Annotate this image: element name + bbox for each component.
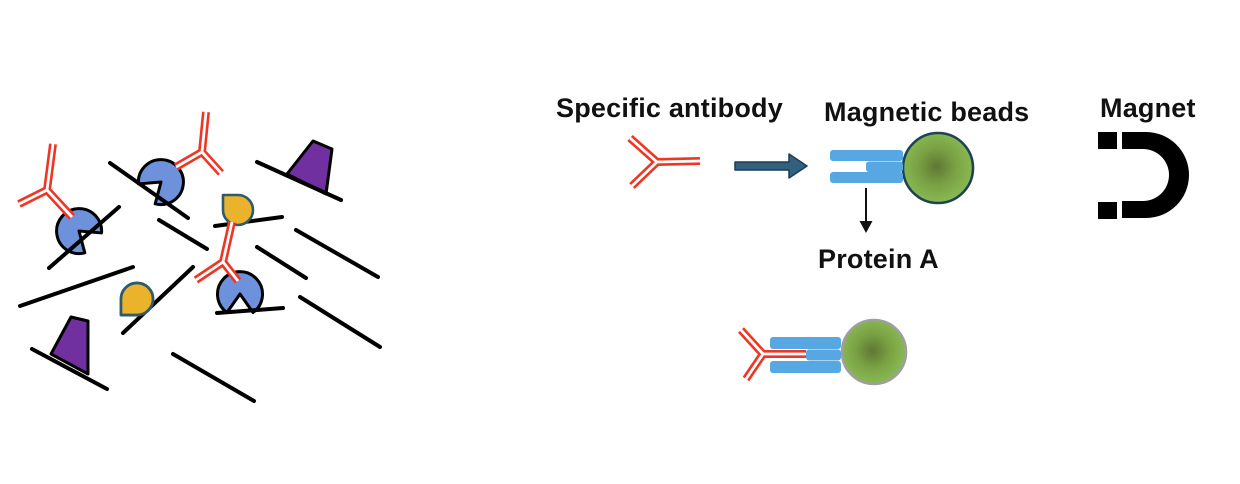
protein-a-label: Protein A: [818, 244, 939, 274]
workflow-panel: [627, 131, 1189, 386]
lysate-strand-line: [108, 161, 190, 220]
specific-antibody-icon: [627, 135, 701, 189]
antibody-bead-complex: [738, 318, 908, 386]
lysate-strand-line: [294, 228, 380, 279]
antibody-icon: [17, 143, 75, 220]
magnet-icon: [1098, 132, 1189, 219]
lysate-strands: [18, 160, 382, 403]
nontarget-protein-drop-icon: [119, 281, 155, 317]
protein-a-linker-icon: [770, 337, 841, 373]
magnetic-bead-icon: [840, 318, 908, 386]
specific-antibody-label: Specific antibody: [556, 93, 783, 123]
cell-lysate-panel: [17, 111, 382, 403]
process-arrow-icon: [734, 153, 808, 179]
antibody-icon: [193, 221, 242, 284]
magnetic-bead-assembly: [830, 131, 975, 233]
lysate-strand-line: [298, 295, 382, 349]
lysate-strand-line: [215, 306, 285, 315]
lysate-strand-line: [121, 265, 195, 335]
nontarget-protein-drop-icon: [221, 193, 255, 227]
contaminant-protein-icon: [49, 315, 90, 376]
target-protein-icon: [45, 197, 110, 262]
magnetic-bead-icon: [901, 131, 975, 205]
lysate-strand-line: [47, 205, 121, 270]
magnetic-beads-label: Magnetic beads: [824, 97, 1030, 127]
bound-antibody-icon: [738, 327, 806, 382]
protein-a-pointer-arrow-icon: [859, 188, 873, 233]
lysate-strand-line: [18, 265, 135, 308]
lysate-strand-line: [157, 218, 209, 251]
lysate-strand-line: [30, 347, 109, 391]
antibody-icon: [174, 111, 224, 176]
lysate-strand-line: [171, 352, 256, 403]
protein-a-linker-icon: [830, 150, 903, 183]
magnet-label: Magnet: [1100, 93, 1196, 123]
lysate-strand-line: [255, 245, 308, 280]
lysate-strand-line: [255, 160, 343, 202]
